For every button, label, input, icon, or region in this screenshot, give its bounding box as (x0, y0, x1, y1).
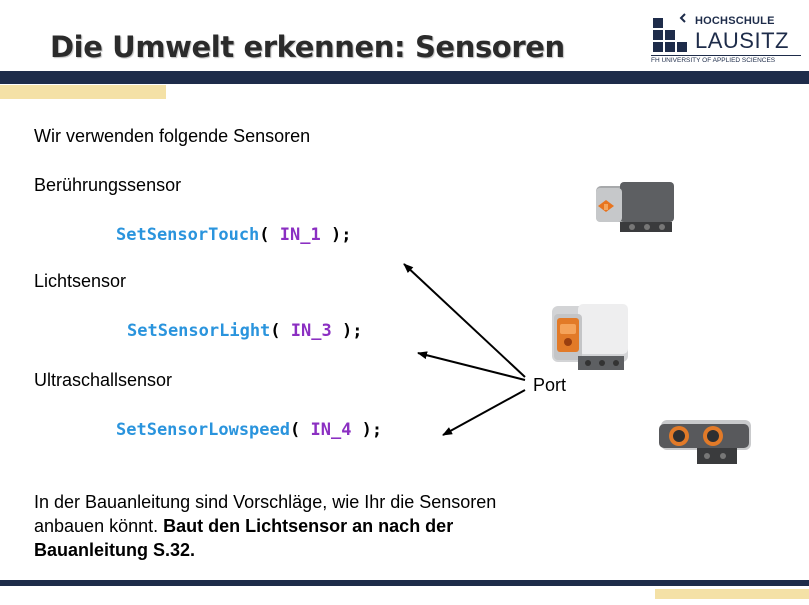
code-function: SetSensorTouch (116, 225, 260, 245)
code-port: IN_3 (290, 321, 332, 341)
touch-sensor-image (596, 182, 674, 232)
code-port: IN_1 (279, 225, 321, 245)
assembly-note: In der Bauanleitung sind Vorschläge, wie… (34, 490, 504, 562)
assembly-note-bold: Baut den Lichtsensor an nach der Bauanle… (34, 516, 454, 560)
sensor-label-light: Lichtsensor (34, 271, 127, 291)
header-bar (0, 71, 809, 84)
code-function: SetSensorLight (127, 321, 271, 341)
port-label: Port (533, 375, 567, 395)
code-close: ); (320, 225, 352, 245)
code-open: ( (290, 420, 311, 440)
logo-divider (651, 55, 801, 56)
header-accent-bar (0, 85, 166, 99)
arrow-to-touch-port (403, 263, 526, 378)
arrow-to-light-port (417, 351, 526, 381)
code-close: ); (331, 321, 363, 341)
footer-bar (0, 580, 809, 586)
sensor-label-touch: Berührungssensor (34, 175, 182, 195)
code-open: ( (259, 225, 280, 245)
code-line-light: SetSensorLight( IN_3 ); (127, 321, 362, 341)
logo-line-hochschule: HOCHSCHULE (695, 15, 775, 27)
sensor-label-ultrasonic: Ultraschallsensor (34, 370, 173, 390)
hochschule-logo: HOCHSCHULE LAUSITZ FH UNIVERSITY OF APPL… (651, 12, 801, 68)
code-line-touch: SetSensorTouch( IN_1 ); (116, 225, 351, 245)
code-close: ); (351, 420, 383, 440)
ultrasonic-sensor-image (659, 420, 751, 464)
logo-line-lausitz: LAUSITZ (695, 28, 789, 53)
code-open: ( (270, 321, 291, 341)
light-sensor-image (552, 304, 628, 370)
code-port: IN_4 (310, 420, 352, 440)
footer-accent-bar (655, 589, 809, 599)
assembly-note-normal: In der Bauanleitung sind Vorschläge, wie… (34, 492, 497, 536)
arrow-to-ultrasonic-port (442, 389, 526, 436)
slide-title: Die Umwelt erkennen: Sensoren (50, 30, 565, 64)
intro-text: Wir verwenden folgende Sensoren (34, 126, 311, 146)
hochschule-logo-mark-icon (653, 13, 687, 52)
code-function: SetSensorLowspeed (116, 420, 290, 440)
code-line-ultrasonic: SetSensorLowspeed( IN_4 ); (116, 420, 382, 440)
logo-subtitle: FH UNIVERSITY OF APPLIED SCIENCES (651, 57, 776, 64)
